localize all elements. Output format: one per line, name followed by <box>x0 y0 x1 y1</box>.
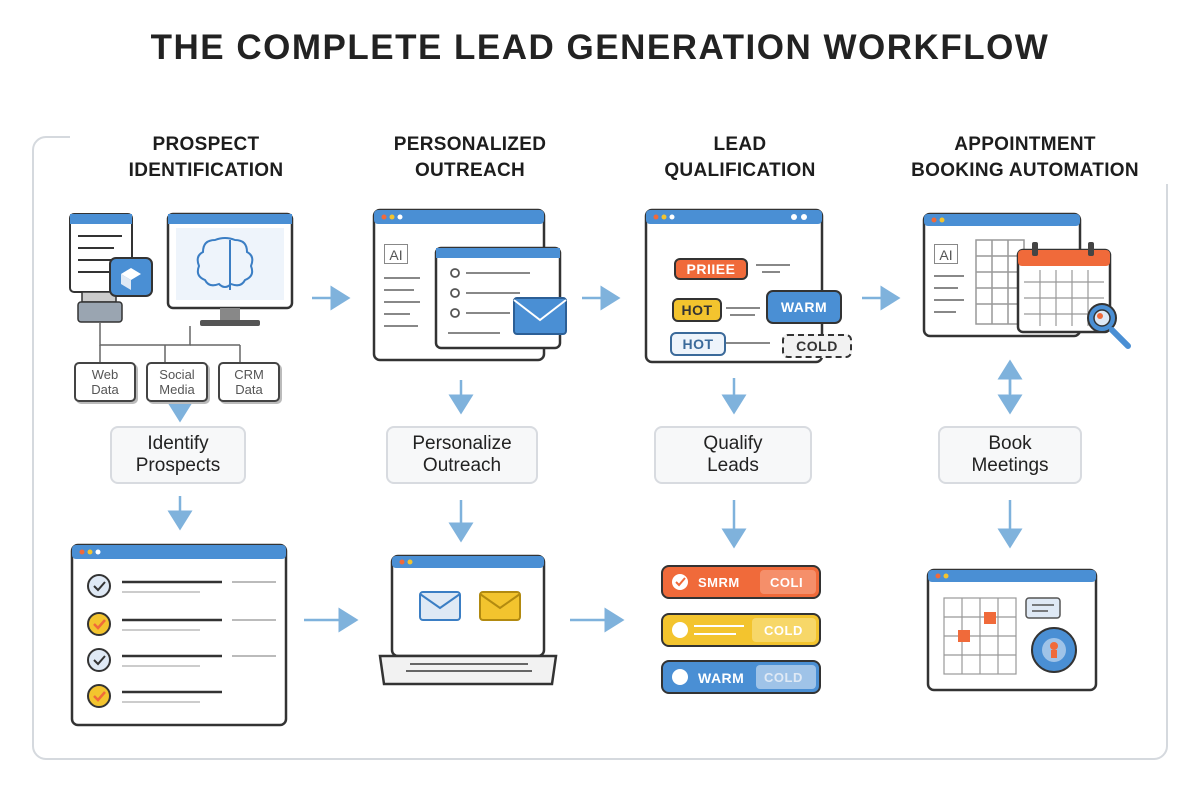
lead-bar-orange <box>661 565 821 599</box>
ai-badge-outreach: AI <box>384 244 408 264</box>
laptop-icon <box>378 554 558 686</box>
lead-bar-blue-right: COLD <box>764 670 803 685</box>
lead-bar-yellow-right: COLD <box>764 623 803 638</box>
ai-badge-booking: AI <box>934 244 958 264</box>
cube-chip-icon <box>109 257 153 297</box>
lead-bar-blue-left: WARM <box>698 670 745 686</box>
tag-warm: WARM <box>766 290 842 324</box>
lead-bar-blue <box>661 660 821 694</box>
page-title: THE COMPLETE LEAD GENERATION WORKFLOW <box>150 28 1050 67</box>
tag-hot: HOT <box>670 332 726 356</box>
lead-bar-orange-left: SMRM <box>698 575 740 590</box>
magnifier-gear-icon <box>1087 303 1131 349</box>
lead-bar-yellow <box>661 613 821 647</box>
tag-hot-yellow: HOT <box>672 298 722 322</box>
tag-cold: COLD <box>782 334 852 358</box>
lead-bar-orange-right: COLI <box>770 575 804 590</box>
qualification-window <box>644 208 824 364</box>
prospect-list-window <box>70 543 288 727</box>
envelope-icon <box>513 297 567 335</box>
calendar-icon <box>1016 242 1112 334</box>
schedule-window <box>926 568 1098 692</box>
tag-priority: PRIIEE <box>674 258 748 280</box>
brain-monitor-icon <box>166 212 294 326</box>
